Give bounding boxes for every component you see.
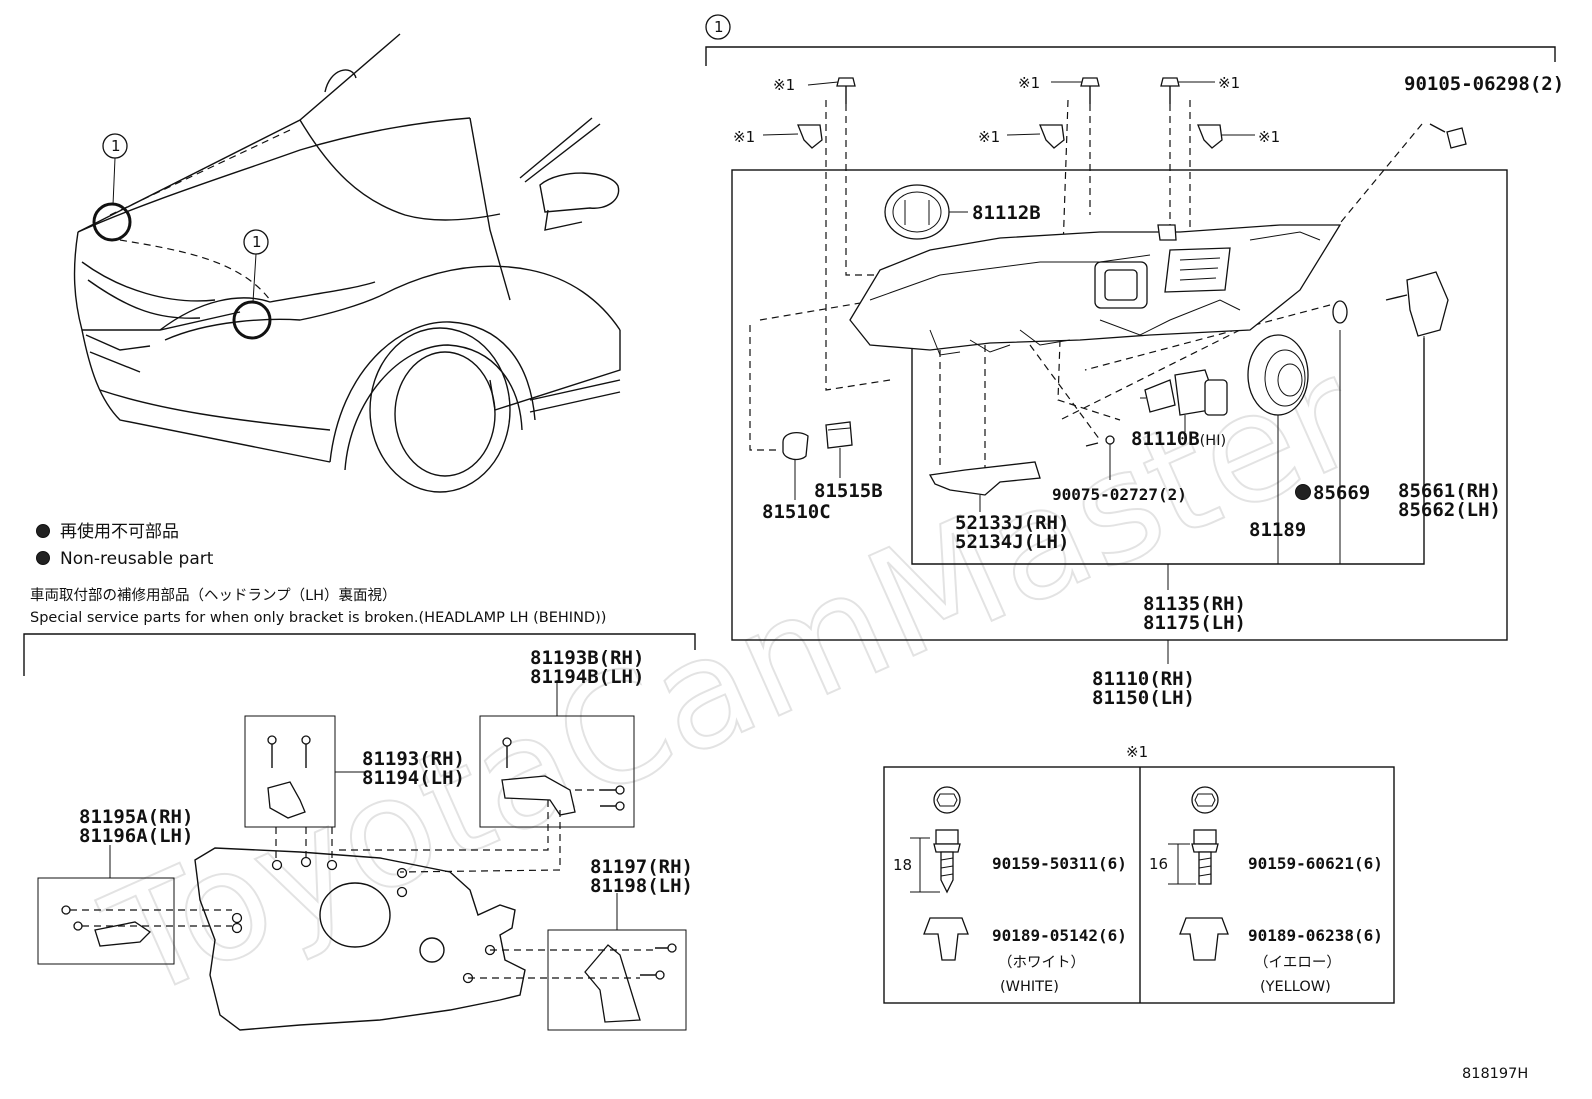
note-mark-1: ※1 <box>733 128 755 146</box>
callout-number: 1 <box>252 233 262 251</box>
color-label-en-right: (YELLOW) <box>1260 979 1331 995</box>
part-number-52134J: 52134J(LH) <box>955 531 1069 553</box>
assembly-outline-81110 <box>731 169 1508 641</box>
part-number-90159-50311: 90159-50311(6) <box>992 854 1127 873</box>
bolt-icon <box>1080 77 1100 104</box>
part-number-81194B: 81194B(LH) <box>530 666 644 688</box>
part-number-81175: 81175(LH) <box>1143 612 1246 634</box>
part-number-81515B: 81515B <box>814 480 883 502</box>
color-label-jp-left: （ホワイト） <box>998 954 1085 971</box>
car-overview-illustration: 1 1 <box>73 33 621 493</box>
dimension-label-right: 16 <box>1149 855 1168 873</box>
color-label-jp-right: （イエロー） <box>1254 954 1341 971</box>
non-reusable-dot-icon <box>36 524 50 538</box>
note-mark-1: ※1 <box>773 76 795 94</box>
part-number-90105-06298: 90105-06298(2) <box>1404 73 1564 95</box>
highlight-circle-lower <box>232 300 272 340</box>
bracket-section-illustration <box>37 680 687 1031</box>
screw-icon <box>1429 123 1467 149</box>
fastener-table-left: 18 90159-50311(6) 90189-05142(6) （ホワイト） … <box>893 786 1127 995</box>
part-number-85662: 85662(LH) <box>1398 499 1501 521</box>
part-number-81193B: 81193B(RH) <box>530 647 644 669</box>
bracket-section-title-jp: 車両取付部の補修用部品（ヘッドランプ（LH）裏面視） <box>30 586 397 604</box>
part-number-81510C: 81510C <box>762 501 831 523</box>
part-number-90189-06238: 90189-06238(6) <box>1248 926 1383 945</box>
clip-icon <box>797 124 823 149</box>
callout-marker-assembly <box>705 14 731 40</box>
bracket-section-title-en: Special service parts for when only brac… <box>30 610 606 626</box>
note-mark-1: ※1 <box>978 128 1000 146</box>
note-mark-1: ※1 <box>1018 74 1040 92</box>
part-number-81110: 81110(RH) <box>1092 668 1195 690</box>
note-mark-1: ※1 <box>1218 74 1240 92</box>
bolt-icon <box>1160 77 1180 104</box>
part-number-52133J: 52133J(RH) <box>955 512 1069 534</box>
part-number-81195A: 81195A(RH) <box>79 806 193 828</box>
bolt-icon <box>836 77 856 104</box>
highlight-circle-upper <box>92 202 132 242</box>
part-number-81112B: 81112B <box>972 202 1041 224</box>
part-number-81110B: 81110B(HI) <box>1131 428 1226 450</box>
part-number-85661: 85661(RH) <box>1398 480 1501 502</box>
legend: 再使用不可部品 Non-reusable part <box>36 521 214 569</box>
callout-marker-1 <box>102 133 128 159</box>
callout-number: 1 <box>111 137 121 155</box>
fastener-table <box>883 766 1395 1004</box>
part-number-90075-02727: 90075-02727(2) <box>1052 485 1187 504</box>
callout-number: 1 <box>714 18 724 36</box>
part-number-81135: 81135(RH) <box>1143 593 1246 615</box>
part-number-81198: 81198(LH) <box>590 875 693 897</box>
part-number-85669: 85669 <box>1313 482 1370 504</box>
part-number-81150: 81150(LH) <box>1092 687 1195 709</box>
non-reusable-dot-icon <box>1295 484 1311 500</box>
color-label-en-left: (WHITE) <box>1000 979 1059 995</box>
part-number-81189: 81189 <box>1249 519 1306 541</box>
part-number-81196A: 81196A(LH) <box>79 825 193 847</box>
part-number-81194: 81194(LH) <box>362 767 465 789</box>
fastener-table-header: ※1 <box>1126 743 1148 761</box>
non-reusable-dot-icon <box>36 551 50 565</box>
diagram-code: 818197H <box>1462 1066 1528 1082</box>
fastener-table-right: 16 90159-60621(6) 90189-06238(6) （イエロー） … <box>1149 786 1383 995</box>
legend-en: Non-reusable part <box>60 549 214 569</box>
clip-icon <box>1039 124 1065 149</box>
part-number-81193: 81193(RH) <box>362 748 465 770</box>
clip-icon <box>1197 124 1223 149</box>
box-81195A <box>37 877 175 965</box>
headlamp-illustration <box>749 77 1467 512</box>
legend-jp: 再使用不可部品 <box>60 521 179 542</box>
part-number-90189-05142: 90189-05142(6) <box>992 926 1127 945</box>
note-mark-1: ※1 <box>1258 128 1280 146</box>
part-number-81197: 81197(RH) <box>590 856 693 878</box>
part-number-90159-60621: 90159-60621(6) <box>1248 854 1383 873</box>
dimension-label-left: 18 <box>893 856 912 874</box>
callout-marker-2 <box>243 229 269 255</box>
